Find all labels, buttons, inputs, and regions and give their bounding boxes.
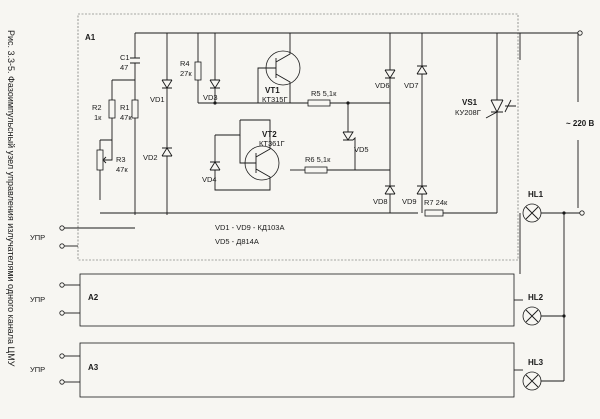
- a3-upr-terminal: [59, 379, 65, 385]
- a3-upr-label: УПР: [30, 365, 45, 374]
- a2-upr-terminal: [59, 310, 65, 316]
- vd9-label: VD9: [402, 197, 417, 206]
- hl3-cross: [525, 374, 539, 388]
- vd4-label: VD4: [202, 175, 217, 184]
- vt2-leads: [239, 119, 271, 191]
- vt1-label: VT1: [265, 86, 280, 95]
- r1-label: R1: [120, 103, 130, 112]
- r7-label: R7 24к: [424, 198, 448, 207]
- r6-resistor: [304, 166, 328, 174]
- a3-input-terminal: [59, 353, 65, 359]
- a1-upr-terminal: [59, 243, 65, 249]
- mains-terminal-bottom: [579, 210, 585, 216]
- junction-bus-2: [562, 314, 566, 318]
- vd6-diode: [384, 69, 396, 79]
- r4-value: 27к: [180, 69, 192, 78]
- vd2-diode: [161, 147, 173, 157]
- vt2-type: КТ361Г: [259, 139, 285, 148]
- vd6-label: VD6: [375, 81, 390, 90]
- vd1-diode: [161, 79, 173, 89]
- a2-upr-label: УПР: [30, 295, 45, 304]
- block-a2-label: A2: [88, 293, 99, 302]
- a1-upr-label: УПР: [30, 233, 45, 242]
- r4-label: R4: [180, 59, 190, 68]
- r3-value: 47к: [116, 165, 128, 174]
- diode-note-2: VD5 - Д814А: [215, 237, 259, 246]
- vd5-zener: [342, 103, 356, 170]
- block-a2-frame: [79, 273, 515, 327]
- r3-wire-bottom: [99, 140, 113, 200]
- vs1-thyristor: [485, 99, 504, 119]
- mains-terminal-top: [577, 30, 583, 36]
- vd3-diode: [209, 79, 221, 89]
- block-a1-label: A1: [85, 33, 96, 42]
- block-a3-label: A3: [88, 363, 99, 372]
- vs1-type: КУ208Г: [455, 108, 481, 117]
- vd4-wire-bottom: [214, 170, 240, 191]
- r3-wire-top: [99, 139, 112, 150]
- vt1-type: КТ315Г: [262, 95, 288, 104]
- r2-label: R2: [92, 103, 102, 112]
- r6-label: R6 5,1к: [305, 155, 331, 164]
- c1-label: C1: [120, 53, 130, 62]
- r5-resistor: [307, 99, 331, 107]
- vd2-label: VD2: [143, 153, 158, 162]
- vd9-diode: [416, 185, 428, 195]
- vd5-label: VD5: [354, 145, 369, 154]
- r5-label: R5 5,1к: [311, 89, 337, 98]
- c1-value: 47: [120, 63, 128, 72]
- vs1-label: VS1: [462, 98, 478, 107]
- r3-wiper: [102, 156, 110, 164]
- vs1-alt: [504, 99, 516, 113]
- r2-wire-top: [111, 79, 135, 100]
- r1-resistor: [131, 99, 139, 119]
- vd8-label: VD8: [373, 197, 388, 206]
- r2-value: 1к: [94, 113, 102, 122]
- figure-caption: Рис. 3.3-5. Фазоимпульсный узел управлен…: [6, 30, 16, 367]
- vt1-leads: [257, 33, 291, 103]
- right-bus: [541, 212, 580, 382]
- junction-bus-1: [562, 211, 566, 215]
- r3-potentiometer: [96, 149, 104, 171]
- vd1-label: VD1: [150, 95, 165, 104]
- r4-resistor: [194, 61, 202, 81]
- vt2-label: VT2: [262, 130, 277, 139]
- block-a1-frame: [77, 13, 519, 261]
- c1-capacitor: [130, 33, 140, 80]
- vd4-diode: [209, 161, 221, 171]
- vd3-label: VD3: [203, 93, 218, 102]
- hl2-cross: [525, 309, 539, 323]
- a2-input-terminal: [59, 282, 65, 288]
- hl2-label: HL2: [528, 293, 544, 302]
- vd8-diode: [384, 185, 396, 195]
- a1-input-terminal-1: [59, 225, 65, 231]
- diode-note-1: VD1 - VD9 - КД103А: [215, 223, 284, 232]
- vd7-label: VD7: [404, 81, 419, 90]
- block-a3-frame: [79, 342, 515, 398]
- vt2-base-wire: [215, 120, 241, 136]
- hl1-label: HL1: [528, 190, 544, 199]
- mains-label: ~ 220 В: [566, 119, 594, 128]
- r7-resistor: [424, 209, 444, 217]
- vd7-diode: [416, 65, 428, 75]
- hl1-cross: [525, 206, 539, 220]
- hl3-label: HL3: [528, 358, 544, 367]
- r1-value: 47к: [120, 113, 132, 122]
- r3-label: R3: [116, 155, 126, 164]
- r2-resistor: [108, 99, 116, 119]
